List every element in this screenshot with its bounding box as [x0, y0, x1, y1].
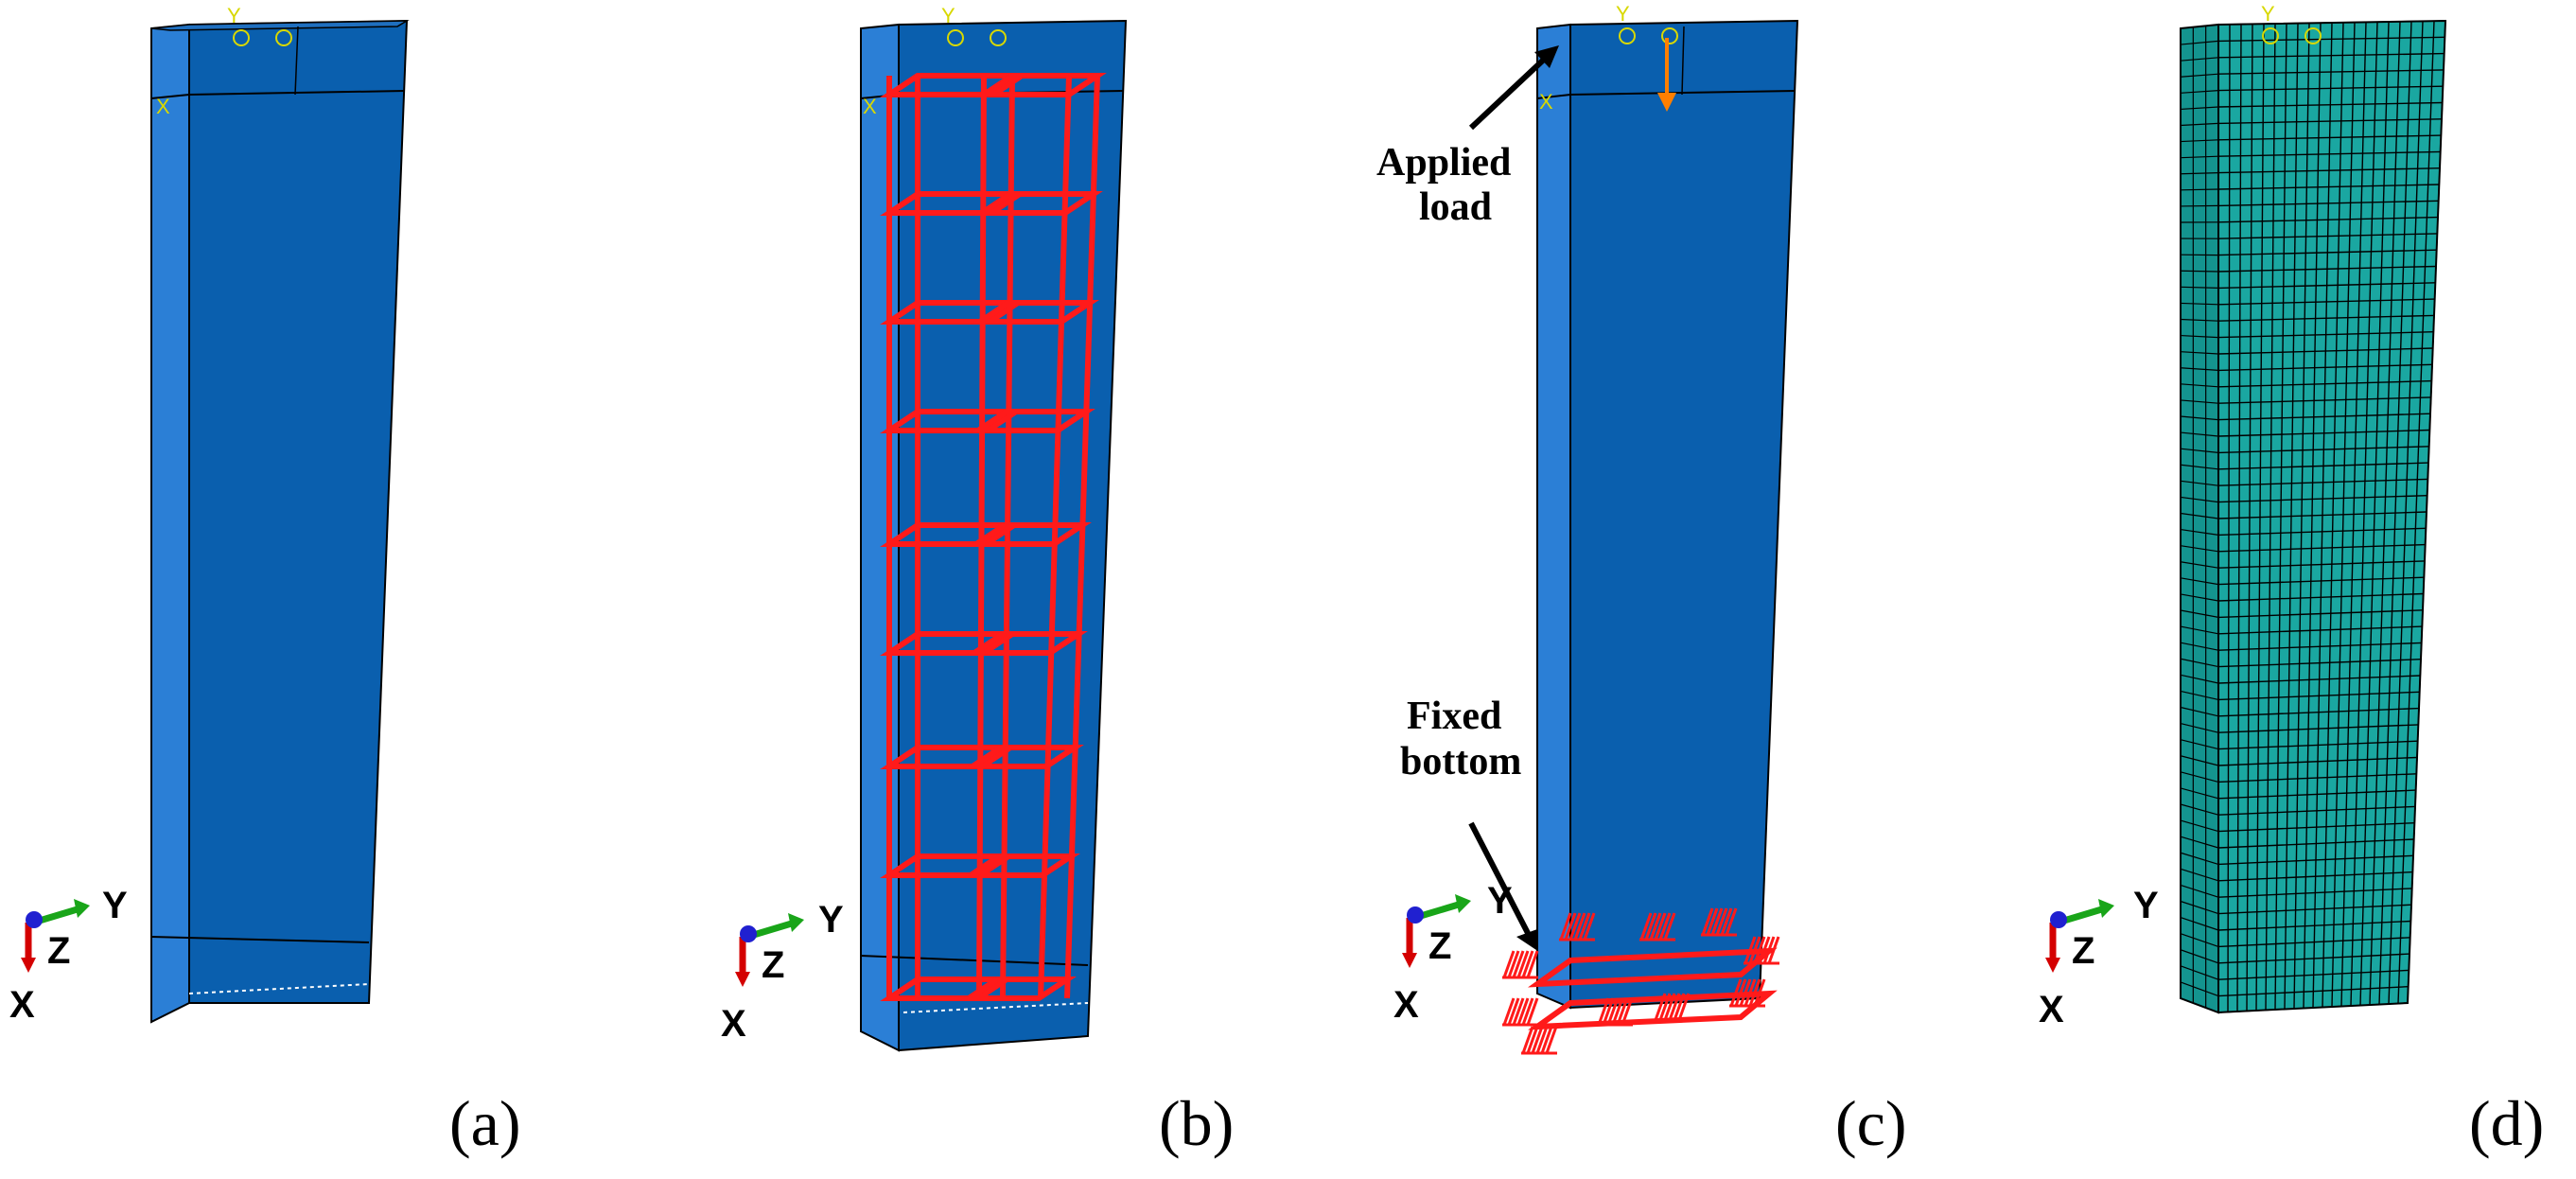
- panel-a-label: (a): [449, 1087, 520, 1159]
- svg-text:Y: Y: [227, 4, 241, 27]
- applied-load-line1: Applied: [1376, 141, 1511, 185]
- triad-z-label: Z: [762, 944, 784, 986]
- panel-c-column: Y X: [1536, 2, 1799, 1010]
- triad-z-label: Z: [47, 930, 70, 972]
- panel-b-triad: Y Z X: [721, 899, 844, 1045]
- panel-b-rebar-cage: [880, 73, 1107, 1001]
- triad-z-label: Z: [2072, 930, 2094, 972]
- panel-c-label: (c): [1835, 1087, 1906, 1159]
- triad-x-label: X: [721, 1003, 746, 1045]
- triad-y-label: Y: [2133, 885, 2159, 926]
- triad-x-label: X: [9, 984, 35, 1026]
- svg-text:X: X: [863, 95, 877, 118]
- svg-text:X: X: [156, 95, 170, 118]
- panel-b-label: (b): [1159, 1087, 1234, 1159]
- svg-text:Y: Y: [941, 4, 955, 27]
- panel-d-label: (d): [2469, 1087, 2544, 1159]
- panel-d-mesh-column: Y: [2180, 2, 2447, 1014]
- panel-a-column: Y X: [150, 4, 410, 1024]
- svg-text:Y: Y: [1616, 2, 1630, 26]
- annotation-arrow-icon: [1468, 45, 1559, 950]
- panel-a-triad: Y Z X: [9, 885, 128, 1026]
- panel-c-triad: Y Z X: [1393, 880, 1513, 1026]
- triad-x-label: X: [1393, 984, 1419, 1026]
- triad-x-label: X: [2039, 989, 2064, 1030]
- svg-text:Y: Y: [2261, 2, 2275, 26]
- svg-text:X: X: [1539, 90, 1553, 114]
- applied-load-line2: load: [1419, 185, 1492, 229]
- load-arrow-icon: [1657, 38, 1676, 112]
- panel-d-triad: Y Z X: [2039, 885, 2159, 1030]
- triad-y-label: Y: [102, 885, 128, 926]
- triad-y-label: Y: [818, 899, 844, 941]
- boundary-condition-icon: [1502, 907, 1780, 1055]
- triad-z-label: Z: [1428, 925, 1451, 967]
- triad-y-label: Y: [1487, 880, 1513, 922]
- fixed-bottom-line2: bottom: [1400, 740, 1521, 783]
- fixed-bottom-line1: Fixed: [1407, 695, 1501, 738]
